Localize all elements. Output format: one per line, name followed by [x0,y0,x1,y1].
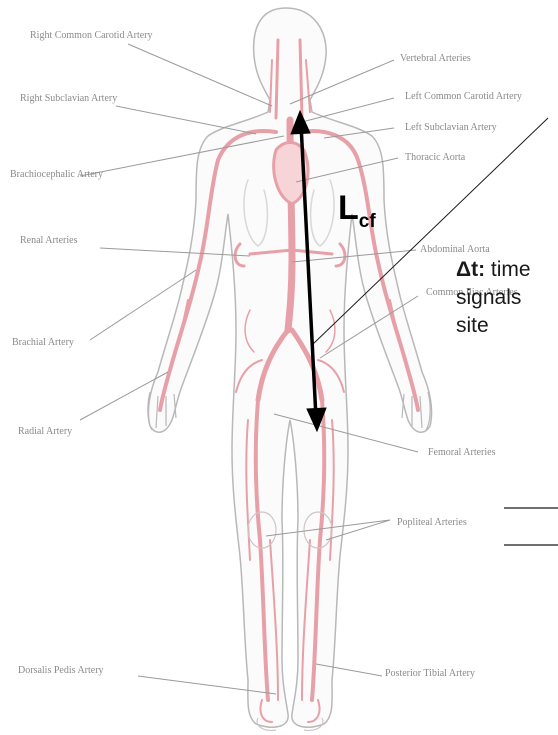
label-popliteal: Popliteal Arteries [397,517,467,529]
label-brachiocephalic: Brachiocephalic Artery [10,169,103,181]
lcf-main: L [338,189,359,227]
label-vertebral: Vertebral Arteries [400,53,471,65]
label-brachial: Brachial Artery [12,337,74,349]
lcf-subscript: cf [359,211,376,232]
label-dorsalis-pedis: Dorsalis Pedis Artery [18,665,104,677]
delta-line-2: signals [456,284,531,312]
delta-text-1: time [485,258,531,281]
delta-t-annotation: Δt: time signals site [456,256,531,340]
label-radial: Radial Artery [18,426,72,438]
label-femoral: Femoral Arteries [428,447,495,459]
label-posterior-tibial: Posterior Tibial Artery [385,668,475,680]
label-renal: Renal Arteries [20,235,77,247]
label-left-subclavian: Left Subclavian Artery [405,122,497,134]
label-left-common-carotid: Left Common Carotid Artery [405,91,522,103]
label-abdominal-aorta: Abdominal Aorta [420,244,490,256]
leader-right-subclavian [116,106,256,134]
label-thoracic-aorta: Thoracic Aorta [405,152,465,164]
delta-line-1: Δt: time [456,256,531,284]
label-right-subclavian: Right Subclavian Artery [20,93,117,105]
leader-left-common-carotid [302,98,394,122]
body-silhouette [148,8,431,727]
delta-symbol: Δt: [456,258,485,281]
delta-line-3: site [456,312,531,340]
leader-renal [100,248,250,256]
lcf-label: Lcf [338,190,376,240]
label-right-common-carotid: Right Common Carotid Artery [30,30,153,42]
leader-right-common-carotid [128,44,272,106]
